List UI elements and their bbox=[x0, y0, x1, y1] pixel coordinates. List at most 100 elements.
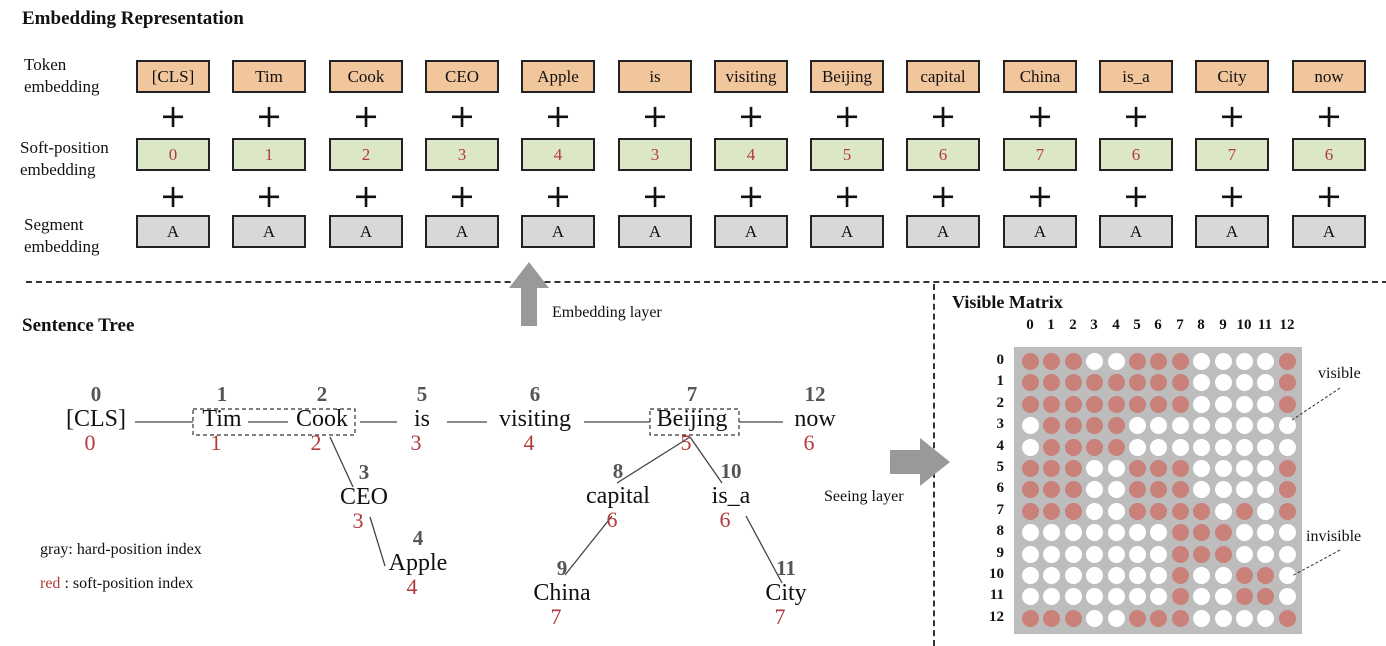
matrix-cell-visible bbox=[1150, 396, 1167, 413]
matrix-cell-invisible bbox=[1086, 503, 1103, 520]
matrix-cell-invisible bbox=[1236, 353, 1253, 370]
soft-position-box: 4 bbox=[714, 138, 788, 171]
tree-node-word: now bbox=[794, 406, 836, 432]
matrix-cell-visible bbox=[1065, 503, 1082, 520]
matrix-cell-visible bbox=[1022, 503, 1039, 520]
matrix-cell-visible bbox=[1193, 546, 1210, 563]
matrix-cell-visible bbox=[1172, 353, 1189, 370]
matrix-cell-invisible bbox=[1193, 588, 1210, 605]
matrix-cell-invisible bbox=[1193, 439, 1210, 456]
soft-position-box: 7 bbox=[1003, 138, 1077, 171]
matrix-cell-visible bbox=[1129, 374, 1146, 391]
token-box: Tim bbox=[232, 60, 306, 93]
matrix-cell-invisible bbox=[1150, 567, 1167, 584]
matrix-cell-invisible bbox=[1129, 567, 1146, 584]
matrix-row-label: 10 bbox=[989, 566, 1004, 582]
matrix-cell-invisible bbox=[1279, 439, 1296, 456]
matrix-cell-invisible bbox=[1236, 396, 1253, 413]
plus-sign: + bbox=[833, 177, 861, 215]
tree-node-word: is bbox=[413, 406, 431, 432]
matrix-cell-visible bbox=[1129, 353, 1146, 370]
matrix-cell-visible bbox=[1236, 503, 1253, 520]
matrix-column-label: 4 bbox=[1112, 317, 1120, 333]
plus-sign: + bbox=[544, 97, 572, 135]
tree-node-soft-index: 0 bbox=[84, 430, 96, 455]
segment-box: A bbox=[1099, 215, 1173, 248]
tree-node-word: is_a bbox=[711, 483, 751, 509]
soft-position-box: 6 bbox=[1099, 138, 1173, 171]
matrix-cell-invisible bbox=[1215, 460, 1232, 477]
matrix-cell-visible bbox=[1215, 546, 1232, 563]
matrix-row-label: 12 bbox=[989, 609, 1004, 625]
matrix-column-label: 9 bbox=[1219, 317, 1227, 333]
tree-edges bbox=[135, 408, 783, 584]
token-box: now bbox=[1292, 60, 1366, 93]
matrix-cell-visible bbox=[1150, 460, 1167, 477]
matrix-cell-visible bbox=[1150, 374, 1167, 391]
matrix-cell-visible bbox=[1129, 610, 1146, 627]
matrix-cell-invisible bbox=[1086, 567, 1103, 584]
matrix-cell-invisible bbox=[1236, 546, 1253, 563]
matrix-column-label: 12 bbox=[1279, 317, 1295, 333]
matrix-cell-visible bbox=[1065, 610, 1082, 627]
matrix-cell-visible bbox=[1022, 353, 1039, 370]
plus-sign: + bbox=[448, 97, 476, 135]
tree-node-soft-index: 6 bbox=[606, 507, 618, 532]
token-box: [CLS] bbox=[136, 60, 210, 93]
matrix-cell-invisible bbox=[1279, 546, 1296, 563]
plus-sign: + bbox=[641, 97, 669, 135]
callout-lines bbox=[1291, 387, 1341, 577]
embedding-layer-label: Embedding layer bbox=[552, 304, 662, 321]
soft-position-embedding-label: Soft-position embedding bbox=[20, 138, 109, 179]
tree-node-word: capital bbox=[586, 483, 650, 509]
matrix-column-label: 5 bbox=[1133, 317, 1141, 333]
soft-position-box: 0 bbox=[136, 138, 210, 171]
matrix-cell-visible bbox=[1065, 417, 1082, 434]
tree-node-word: CEO bbox=[340, 484, 388, 510]
matrix-column-label: 3 bbox=[1090, 317, 1098, 333]
matrix-cell-visible bbox=[1108, 439, 1125, 456]
segment-box: A bbox=[906, 215, 980, 248]
matrix-cell-invisible bbox=[1215, 417, 1232, 434]
legend-red-text: : soft-position index bbox=[60, 575, 194, 592]
matrix-cell-invisible bbox=[1193, 396, 1210, 413]
matrix-cell-visible bbox=[1193, 524, 1210, 541]
matrix-cell-invisible bbox=[1108, 567, 1125, 584]
matrix-cell-visible bbox=[1279, 396, 1296, 413]
plus-sign: + bbox=[929, 177, 957, 215]
tree-node-hard-index: 11 bbox=[776, 556, 796, 580]
matrix-column-label: 7 bbox=[1176, 317, 1184, 333]
visible-label: visible bbox=[1318, 365, 1361, 382]
matrix-cell-invisible bbox=[1150, 588, 1167, 605]
matrix-cell-visible bbox=[1043, 439, 1060, 456]
matrix-cell-visible bbox=[1129, 503, 1146, 520]
matrix-cell-invisible bbox=[1279, 588, 1296, 605]
matrix-cell-invisible bbox=[1108, 524, 1125, 541]
matrix-cell-visible bbox=[1129, 481, 1146, 498]
plus-sign: + bbox=[1026, 97, 1054, 135]
matrix-cell-visible bbox=[1043, 610, 1060, 627]
tree-node-soft-index: 6 bbox=[803, 430, 815, 455]
matrix-cell-visible bbox=[1043, 374, 1060, 391]
plus-sign: + bbox=[255, 97, 283, 135]
matrix-cell-invisible bbox=[1193, 353, 1210, 370]
matrix-column-label: 2 bbox=[1069, 317, 1077, 333]
matrix-cell-invisible bbox=[1022, 546, 1039, 563]
tree-node-hard-index: 6 bbox=[529, 382, 541, 406]
matrix-cell-invisible bbox=[1215, 439, 1232, 456]
segment-box: A bbox=[1292, 215, 1366, 248]
matrix-column-label: 8 bbox=[1197, 317, 1205, 333]
matrix-cell-visible bbox=[1065, 353, 1082, 370]
matrix-cell-visible bbox=[1086, 396, 1103, 413]
matrix-cell-invisible bbox=[1257, 396, 1274, 413]
matrix-cell-invisible bbox=[1108, 481, 1125, 498]
tree-node-soft-index: 4 bbox=[523, 430, 535, 455]
segment-box: A bbox=[810, 215, 884, 248]
up-arrow-icon bbox=[509, 262, 549, 326]
matrix-cell-visible bbox=[1022, 374, 1039, 391]
matrix-cell-visible bbox=[1172, 460, 1189, 477]
segment-box: A bbox=[136, 215, 210, 248]
matrix-cell-visible bbox=[1022, 610, 1039, 627]
matrix-cell-visible bbox=[1172, 588, 1189, 605]
matrix-cell-visible bbox=[1065, 396, 1082, 413]
